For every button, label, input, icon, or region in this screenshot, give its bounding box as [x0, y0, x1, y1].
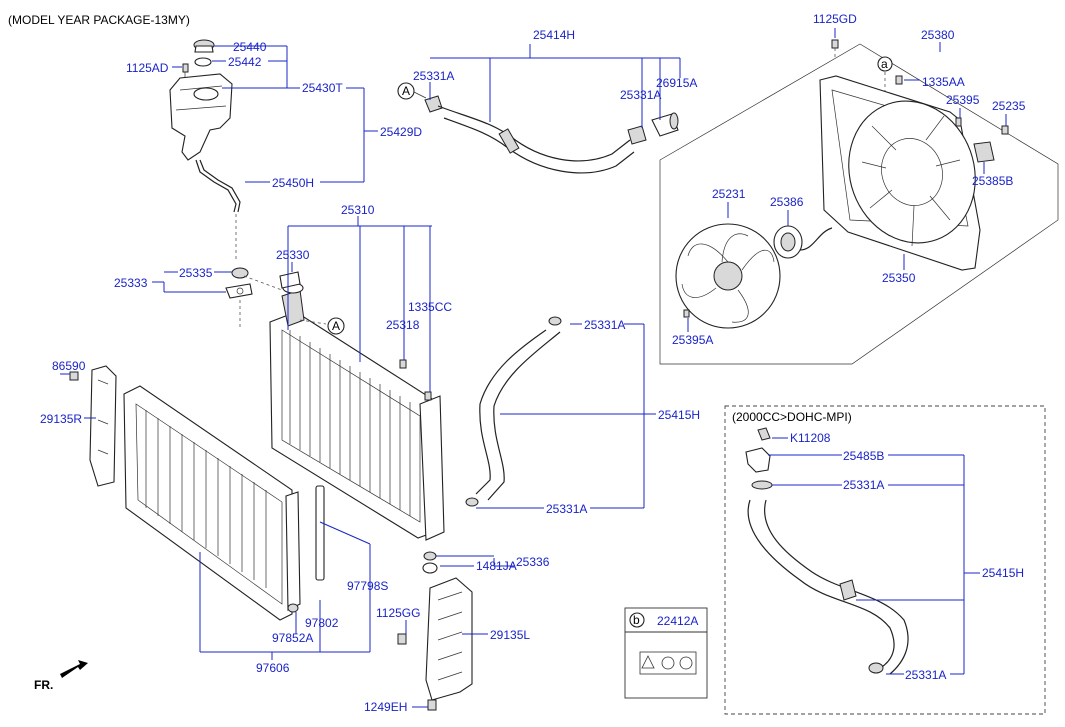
condenser-group — [69, 365, 325, 621]
label-25414H: 25414H — [533, 28, 575, 42]
label-25385B: 25385B — [972, 174, 1013, 188]
label-25336: 25336 — [516, 555, 550, 569]
label-25430T: 25430T — [302, 81, 343, 95]
label-25442: 25442 — [228, 55, 262, 69]
engine-note: (2000CC>DOHC-MPI) — [732, 410, 852, 424]
label-29135L: 29135L — [490, 628, 530, 642]
label-25235: 25235 — [992, 99, 1026, 113]
radiator-group: A — [269, 271, 445, 541]
fan-assembly-box: 1125GD 25380 a 1335AA 25395 25235 25385B… — [659, 12, 1059, 365]
callout-A-2: A — [332, 319, 340, 333]
label-25333: 25333 — [114, 276, 148, 290]
lower-hose-group — [465, 316, 562, 507]
label-25386: 25386 — [770, 195, 804, 209]
label-25450H: 25450H — [272, 176, 314, 190]
label-25331A-upper-right: 25331A — [620, 88, 661, 102]
front-marker: FR. — [34, 678, 53, 692]
label-97606: 97606 — [256, 661, 290, 675]
label-25310: 25310 — [341, 203, 375, 217]
label-29135R: 29135R — [40, 412, 82, 426]
label-K11208: K11208 — [790, 431, 831, 445]
label-1335AA: 1335AA — [922, 75, 965, 89]
label-25331A-upper-left: 25331A — [413, 69, 454, 83]
callout-b: b — [633, 613, 640, 627]
label-26915A: 26915A — [656, 76, 697, 90]
reservoir-group — [169, 39, 241, 262]
label-1481JA: 1481JA — [476, 559, 517, 573]
label-25231: 25231 — [712, 187, 746, 201]
label-86590: 86590 — [52, 359, 86, 373]
label-25331A-lower-top: 25331A — [584, 318, 625, 332]
label-97798S: 97798S — [347, 579, 388, 593]
front-arrow-icon — [60, 660, 88, 678]
label-25331A-variant-bottom: 25331A — [905, 668, 946, 682]
upper-hose-group: A — [397, 82, 679, 174]
label-25415H-center: 25415H — [658, 408, 700, 422]
callout-a-1: a — [881, 57, 888, 71]
drain-plug-group — [225, 267, 283, 330]
label-22412A: 22412A — [657, 614, 698, 628]
callout-A-1: A — [402, 84, 410, 98]
label-25429D: 25429D — [380, 125, 422, 139]
label-25380: 25380 — [921, 28, 955, 42]
label-97802: 97802 — [305, 616, 339, 630]
caution-sticker-icon — [639, 651, 697, 675]
label-1249EH: 1249EH — [364, 700, 407, 714]
label-1335CC: 1335CC — [408, 300, 452, 314]
label-25335: 25335 — [179, 266, 213, 280]
label-25485B: 25485B — [843, 449, 884, 463]
label-25330: 25330 — [276, 248, 310, 262]
label-1125GD: 1125GD — [813, 12, 857, 26]
engine-variant-box: (2000CC>DOHC-MPI) — [724, 405, 1046, 715]
label-97852A: 97852A — [272, 631, 313, 645]
label-25440: 25440 — [233, 40, 267, 54]
label-1125AD: 1125AD — [126, 61, 169, 75]
hot-hazard-icon — [679, 656, 693, 670]
warning-triangle-icon — [641, 655, 655, 669]
label-25395A: 25395A — [672, 333, 713, 347]
lower-bracket-group — [397, 551, 473, 711]
label-25331A-variant-top: 25331A — [843, 478, 884, 492]
label-25395: 25395 — [946, 93, 980, 107]
label-25331A-lower-bottom: 25331A — [546, 502, 587, 516]
label-25318: 25318 — [386, 318, 420, 332]
no-open-icon — [661, 656, 675, 670]
label-25350: 25350 — [882, 271, 916, 285]
package-note: (MODEL YEAR PACKAGE-13MY) — [8, 13, 190, 27]
label-1125GG: 1125GG — [376, 606, 420, 620]
label-25415H-variant: 25415H — [982, 566, 1024, 580]
caution-label-box: b 22412A — [624, 607, 708, 699]
